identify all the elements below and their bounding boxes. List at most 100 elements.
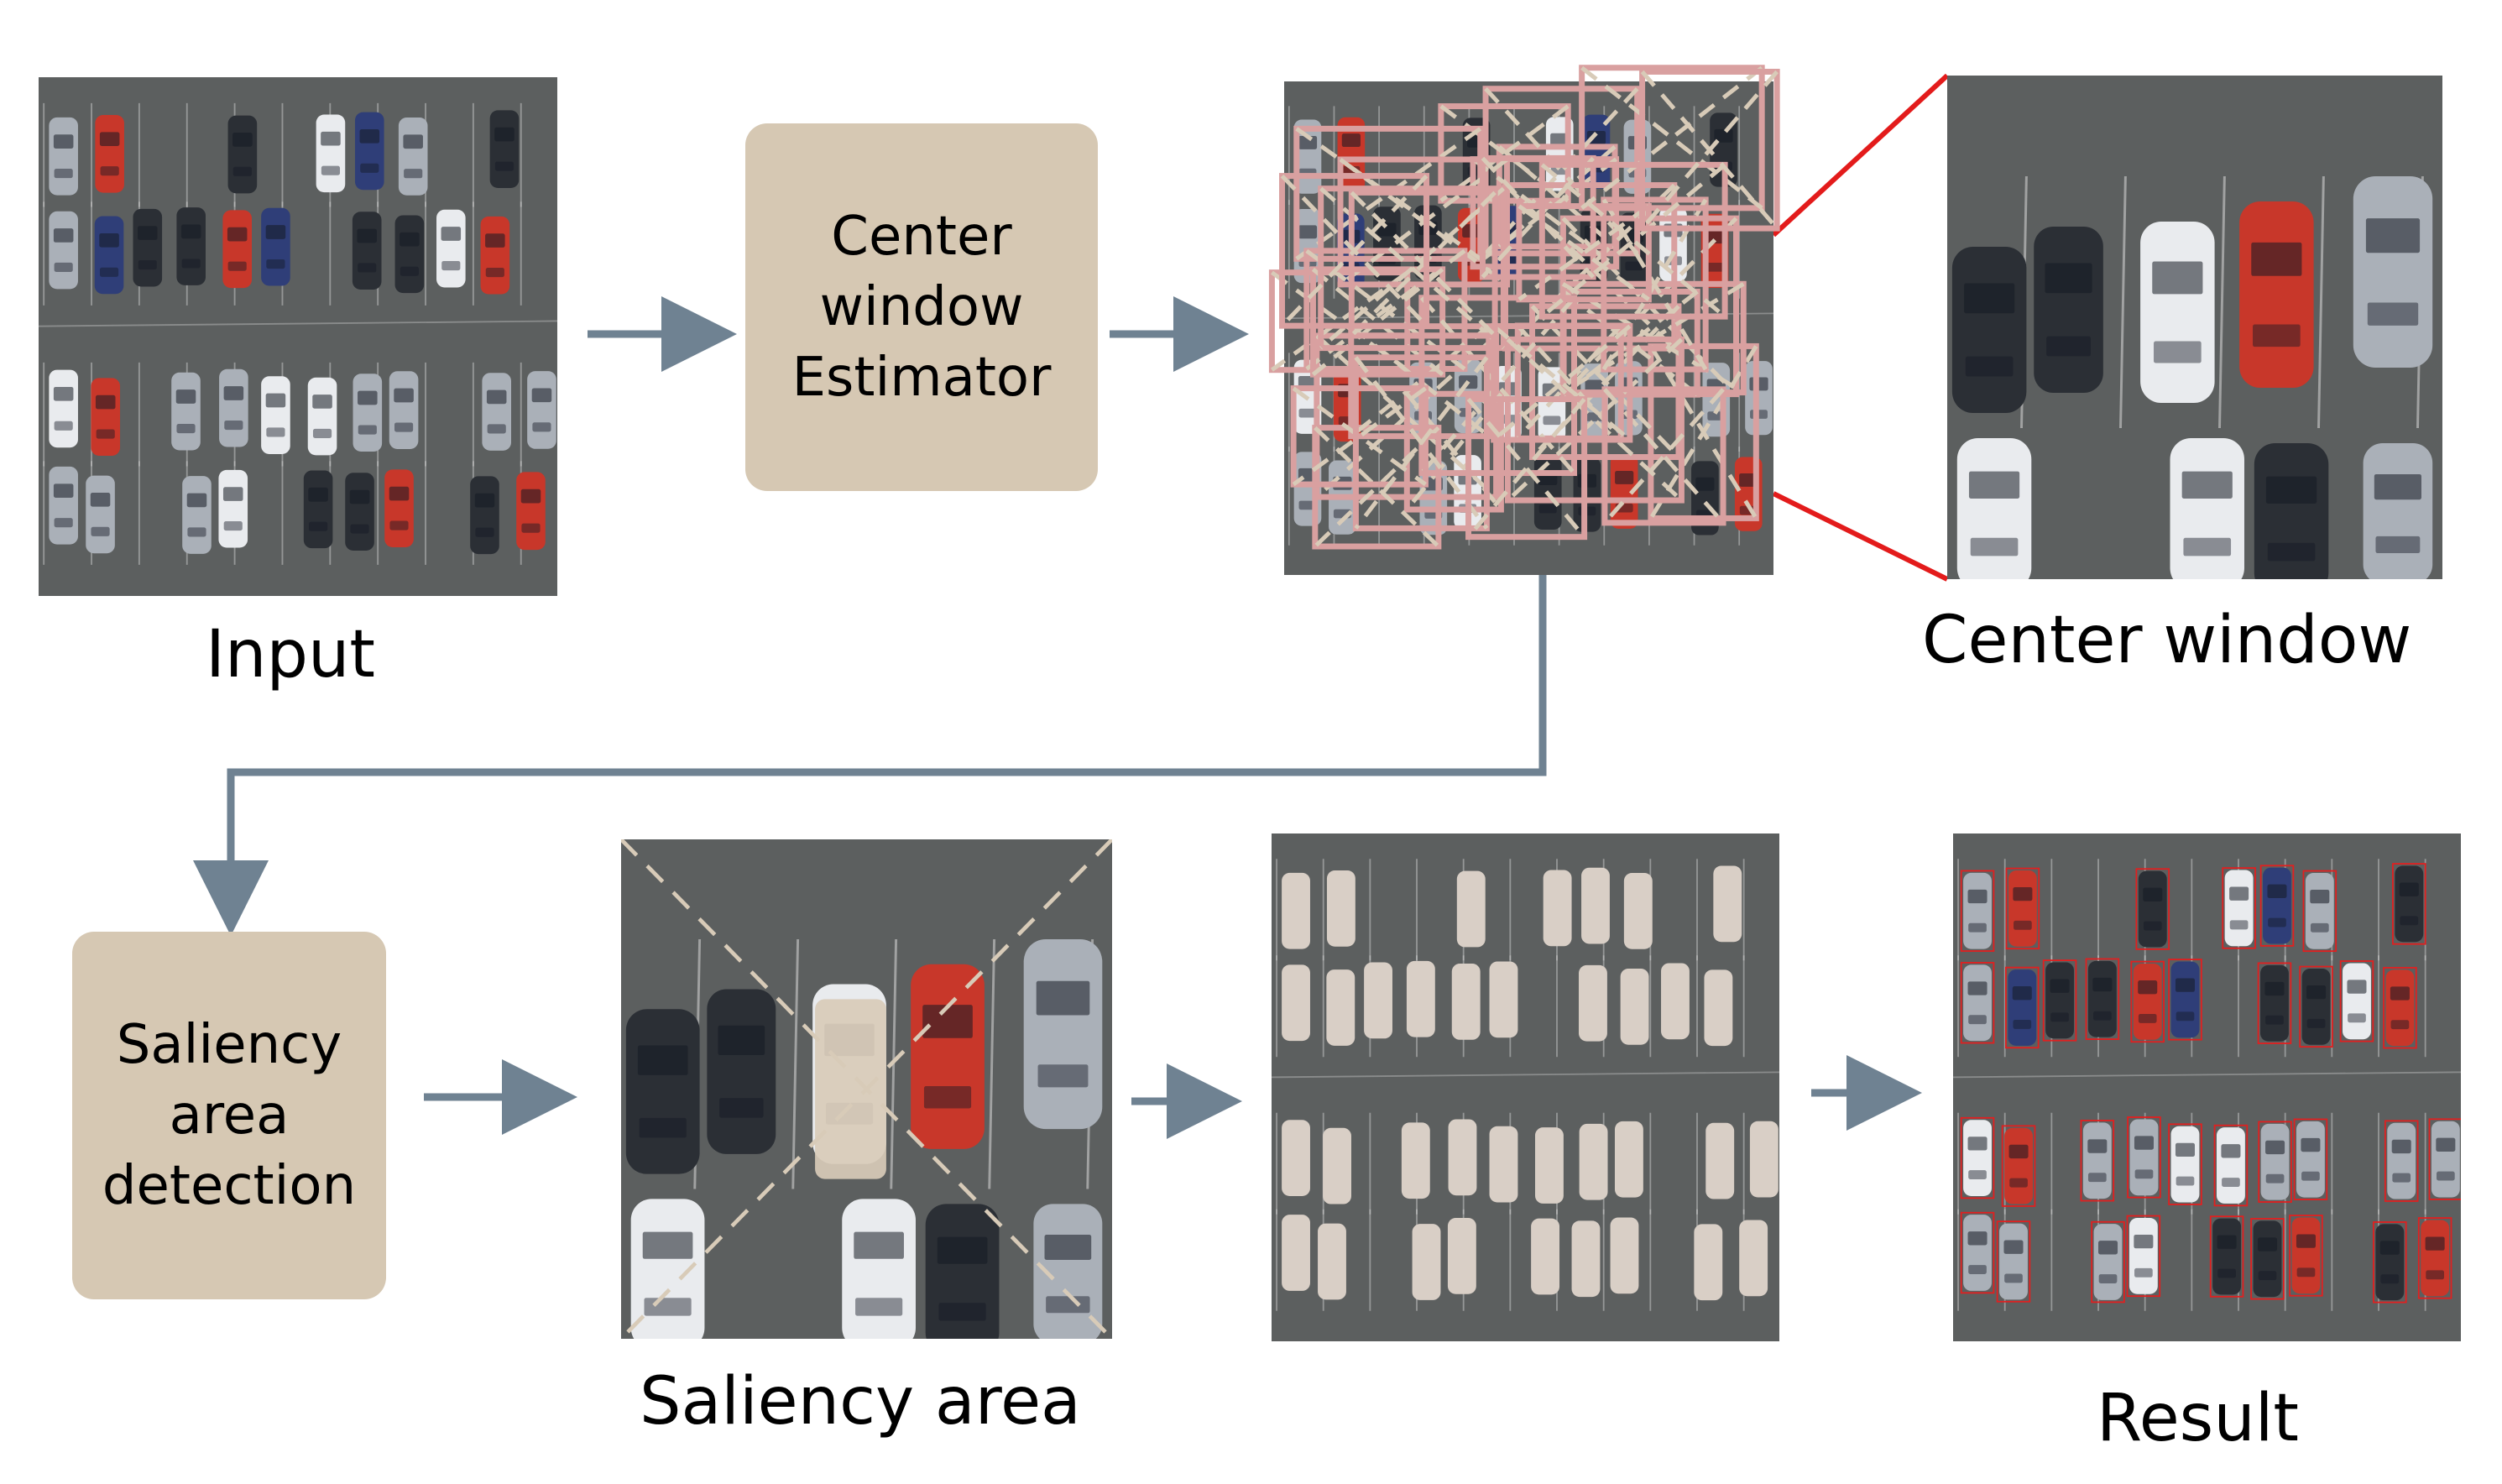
car: [1401, 1122, 1430, 1199]
saliency-area-detection-box: Saliency area detection: [72, 932, 386, 1299]
center-window-estimator-box: Center window Estimator: [745, 123, 1098, 491]
car: [2299, 965, 2333, 1048]
car: [1661, 963, 1690, 1040]
car: [1318, 1223, 1346, 1300]
center-window-zoom-image: [1947, 76, 2442, 579]
car: [1364, 962, 1392, 1039]
car: [1293, 208, 1322, 284]
car: [171, 372, 201, 451]
car: [1960, 1116, 1995, 1199]
car: [218, 469, 248, 548]
car: [1323, 1127, 1351, 1204]
car: [1996, 1220, 2031, 1303]
car: [1694, 1224, 1723, 1301]
car: [1451, 964, 1481, 1040]
candidate-window: [1538, 161, 1728, 320]
car: [2085, 958, 2120, 1040]
car: [2259, 865, 2295, 947]
car: [1749, 1121, 1779, 1198]
car: [2209, 1215, 2244, 1298]
car: [2384, 1120, 2419, 1202]
saliency-area-image: [621, 839, 1112, 1339]
car: [1456, 870, 1486, 948]
estimator-line-3: Estimator: [791, 347, 1052, 409]
car: [707, 989, 776, 1154]
car: [2005, 867, 2040, 950]
car: [1610, 1217, 1639, 1294]
car: [1531, 1218, 1560, 1295]
car: [925, 1204, 1000, 1339]
car: [1739, 1220, 1768, 1297]
car: [436, 209, 466, 288]
car: [1614, 1121, 1643, 1198]
saliency-line-2: area: [169, 1084, 290, 1147]
parking-rows: [1953, 859, 2461, 1311]
car: [1326, 969, 1355, 1046]
car: [1579, 1123, 1608, 1200]
estimator-line-1: Center: [831, 206, 1012, 268]
car: [2428, 1118, 2461, 1200]
car: [2392, 863, 2426, 945]
saliency-zoom-image: [621, 839, 1112, 1339]
car: [1713, 865, 1742, 943]
car: [2170, 438, 2244, 579]
car: [2373, 1221, 2407, 1304]
car: [480, 216, 510, 295]
candidate-window: [1639, 68, 1780, 232]
car: [2250, 1218, 2285, 1300]
car: [227, 115, 258, 194]
car: [2001, 1125, 2036, 1207]
candidate-window: [1479, 154, 1596, 280]
car: [489, 110, 520, 189]
car: [2168, 1123, 2202, 1205]
car: [176, 207, 206, 285]
car: [1956, 438, 2032, 579]
input-parking-lot-image: [39, 77, 557, 596]
saliency-map-image: [1272, 833, 1779, 1341]
car: [49, 369, 78, 448]
car: [307, 377, 337, 456]
car: [1960, 962, 1995, 1044]
car: [1448, 1119, 1477, 1196]
input-caption: Input: [206, 617, 375, 692]
car: [384, 469, 414, 548]
car: [1447, 1217, 1476, 1294]
car: [1704, 969, 1733, 1047]
car: [261, 376, 290, 454]
car: [1534, 1127, 1564, 1204]
car: [1960, 870, 1995, 952]
car: [470, 476, 499, 555]
car: [49, 117, 78, 196]
center-window-image: [1947, 76, 2442, 579]
car: [1282, 1215, 1310, 1291]
parking-rows: [39, 102, 557, 565]
car: [2127, 1116, 2161, 1199]
car: [352, 212, 382, 290]
car: [2383, 967, 2417, 1049]
car: [1023, 939, 1103, 1130]
car: [49, 211, 78, 290]
car: [261, 207, 290, 286]
car: [1620, 968, 1649, 1045]
car: [2126, 1215, 2161, 1298]
saliency-highlight: [815, 999, 886, 1179]
car: [516, 472, 546, 551]
car: [222, 210, 252, 289]
candidate-window: [1279, 173, 1430, 329]
saliency-line-1: Saliency: [116, 1014, 342, 1076]
car: [1489, 961, 1518, 1038]
car: [2135, 868, 2170, 950]
car: [2289, 1215, 2323, 1297]
car: [303, 470, 333, 549]
car: [219, 368, 248, 447]
car: [2363, 443, 2433, 579]
car: [1571, 1220, 1601, 1298]
car: [1406, 960, 1435, 1037]
car: [911, 964, 985, 1149]
car: [1489, 1126, 1518, 1203]
car: [1282, 872, 1310, 949]
car: [1033, 1204, 1103, 1339]
car: [2005, 966, 2040, 1049]
car: [94, 216, 124, 295]
